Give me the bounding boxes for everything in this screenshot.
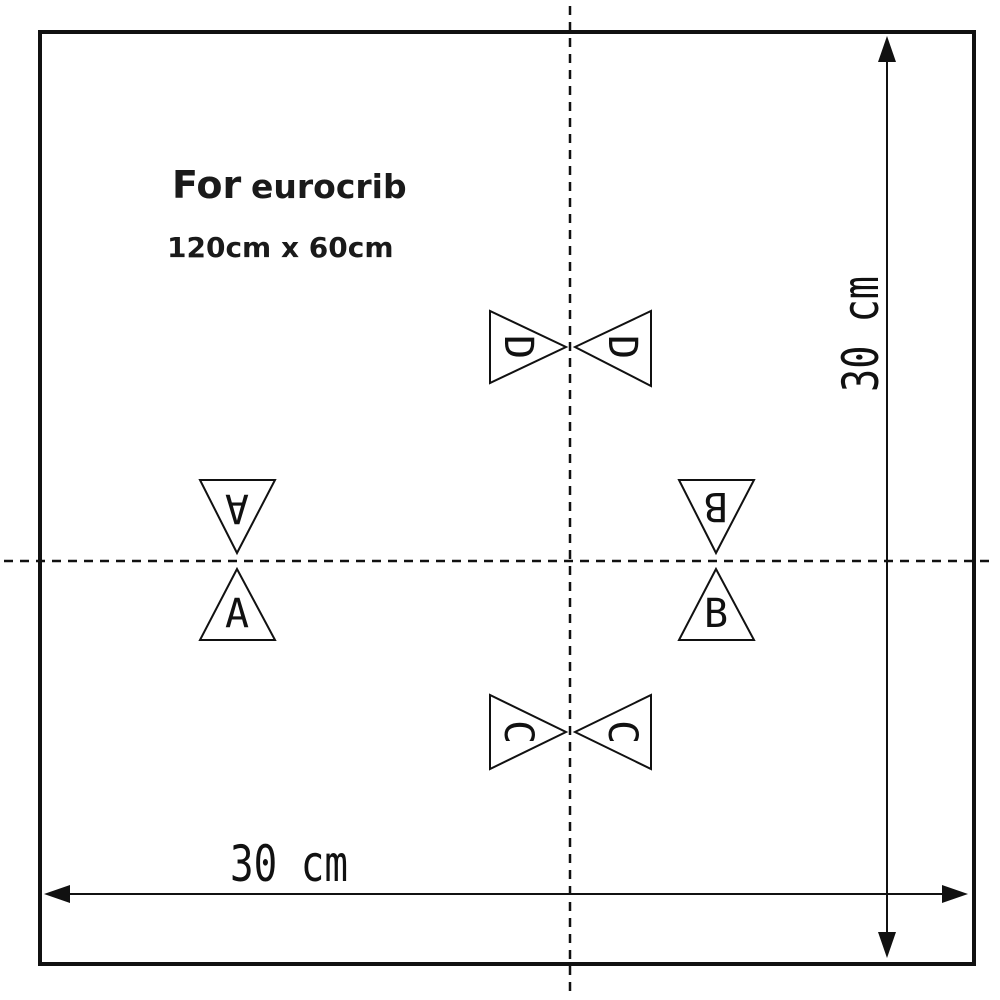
svg-text:D: D xyxy=(495,335,541,359)
marker-b-top: B xyxy=(677,479,756,556)
title-size: 120cm x 60cm xyxy=(167,231,394,264)
svg-text:B: B xyxy=(704,591,728,637)
height-dimension-arrow xyxy=(878,36,896,958)
marker-c-right: C xyxy=(572,693,652,771)
marker-c-left: C xyxy=(489,693,569,771)
width-dimension-label: 30 cm xyxy=(230,835,348,893)
marker-a-top: A xyxy=(198,479,277,556)
marker-d-left: D xyxy=(489,309,569,385)
svg-text:C: C xyxy=(599,720,645,744)
title-prefix: For xyxy=(172,163,242,207)
svg-text:B: B xyxy=(704,483,728,529)
marker-a-bottom: A xyxy=(198,566,277,641)
svg-text:A: A xyxy=(225,591,249,637)
width-dimension-arrow xyxy=(44,885,968,903)
template-border xyxy=(38,30,976,966)
svg-text:C: C xyxy=(495,720,541,744)
marker-b-bottom: B xyxy=(677,566,756,641)
marker-d-right: D xyxy=(572,309,652,388)
title-product: eurocrib xyxy=(251,167,407,206)
svg-text:A: A xyxy=(225,485,249,531)
height-dimension-label: 30 cm xyxy=(832,276,890,392)
svg-text:D: D xyxy=(599,335,645,359)
